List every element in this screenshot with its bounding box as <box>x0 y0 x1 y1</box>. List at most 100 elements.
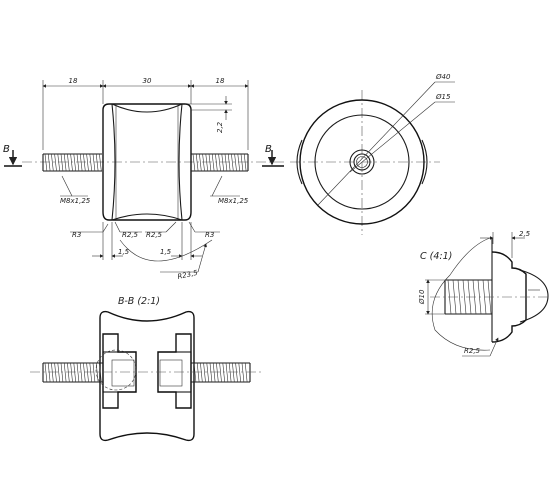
thread-mark <box>67 362 70 383</box>
thread-mark <box>224 153 228 172</box>
thread-mark <box>54 362 57 383</box>
dim-r23-5: R23,5 <box>177 269 199 281</box>
thread-root-circle <box>356 156 368 168</box>
section-letter-right: B <box>265 144 272 155</box>
thread-mark <box>240 153 244 172</box>
thread-mark <box>54 153 57 172</box>
thread-mark <box>206 362 210 383</box>
thread-mark <box>79 153 83 172</box>
thread-label-left: M8x1,25 <box>60 197 91 205</box>
thread-mark <box>51 153 54 172</box>
thread-mark <box>195 153 199 172</box>
thread-mark <box>193 362 197 383</box>
thread-mark <box>76 362 80 383</box>
thread-mark <box>79 362 83 383</box>
dim-r3-left: R3 <box>72 231 81 239</box>
thread-mark <box>231 153 234 172</box>
dim-18-left: 18 <box>69 77 78 85</box>
thread-mark <box>241 362 245 383</box>
dim-r2-5-left: R2,5 <box>122 231 139 239</box>
section-letter-left: B <box>3 144 10 155</box>
thread-outer-circle <box>353 153 371 171</box>
thread-mark <box>63 153 67 172</box>
thread-mark <box>196 362 200 383</box>
rubber-body <box>102 103 192 221</box>
thread-mark <box>57 362 61 383</box>
thread-mark <box>83 153 86 172</box>
top-dimension-lines <box>42 80 249 150</box>
dim-r3-right: R3 <box>205 231 214 239</box>
front-view: 18 30 18 2,2 B B M8x1,25 M8x1,25 <box>3 77 285 281</box>
dim-2-2: 2,2 <box>216 121 224 133</box>
thread-mark <box>92 153 96 172</box>
thread-mark <box>86 153 89 172</box>
thread-mark <box>99 153 102 172</box>
thread-mark <box>70 362 73 383</box>
hub-circle <box>349 149 375 175</box>
thread-mark <box>212 362 216 383</box>
thread-mark <box>457 279 462 315</box>
dim-dia-10: Ø10 <box>418 289 426 305</box>
dim-1-5-left: 1,5 <box>118 248 130 256</box>
thread-mark <box>211 153 215 172</box>
thread-mark <box>192 153 196 172</box>
thread-mark <box>215 153 218 172</box>
thread-mark <box>83 362 86 383</box>
thread-mark <box>238 362 242 383</box>
thread-mark <box>60 153 64 172</box>
thread-mark <box>203 362 206 383</box>
left-threaded-stud <box>42 153 102 172</box>
thread-mark <box>63 362 67 383</box>
outer-circle <box>299 99 425 225</box>
thread-label-right: M8x1,25 <box>218 197 249 205</box>
thread-mark <box>237 153 241 172</box>
thread-mark <box>86 362 89 383</box>
dim-r2-5-detail: R2,5 <box>464 347 481 355</box>
inner-circle <box>314 114 410 210</box>
left-thread-marks <box>44 153 102 172</box>
thread-mark <box>244 362 248 383</box>
thread-mark <box>221 153 225 172</box>
thread-mark <box>209 362 213 383</box>
thread-mark <box>51 362 54 383</box>
thread-mark <box>200 362 203 383</box>
thread-mark <box>462 279 467 315</box>
thread-mark <box>219 362 222 383</box>
thread-mark <box>73 153 77 172</box>
thread-mark <box>199 153 202 172</box>
thread-mark <box>57 153 61 172</box>
thread-mark <box>73 362 77 383</box>
thread-callout-leaders <box>60 175 240 197</box>
detail-c <box>425 232 550 357</box>
thread-mark <box>76 153 80 172</box>
thread-mark <box>232 362 235 383</box>
thread-mark <box>67 153 70 172</box>
thread-mark <box>222 362 226 383</box>
thread-mark <box>216 362 219 383</box>
thread-mark <box>225 362 229 383</box>
dim-r2-5-right: R2,5 <box>146 231 163 239</box>
thread-mark <box>60 362 64 383</box>
dim-18-right: 18 <box>216 77 225 85</box>
thread-mark <box>47 362 51 383</box>
thread-mark <box>243 153 247 172</box>
dim-1-5-right: 1,5 <box>160 248 172 256</box>
thread-mark <box>89 362 93 383</box>
thread-mark <box>227 153 231 172</box>
detail-title: C (4:1) <box>420 251 452 262</box>
thread-mark <box>228 362 232 383</box>
section-marker-left <box>4 150 22 167</box>
dim-dia-40: Ø40 <box>435 73 451 81</box>
thread-mark <box>44 362 48 383</box>
thread-mark <box>208 153 212 172</box>
side-view <box>290 81 455 235</box>
right-threaded-stud <box>191 153 249 172</box>
thread-mark <box>235 362 238 383</box>
thread-mark <box>70 153 73 172</box>
thread-mark <box>218 153 221 172</box>
thread-mark <box>89 153 93 172</box>
section-thread-left <box>44 362 102 383</box>
right-thread-marks <box>192 153 247 172</box>
section-title: B-B (2:1) <box>118 296 160 307</box>
